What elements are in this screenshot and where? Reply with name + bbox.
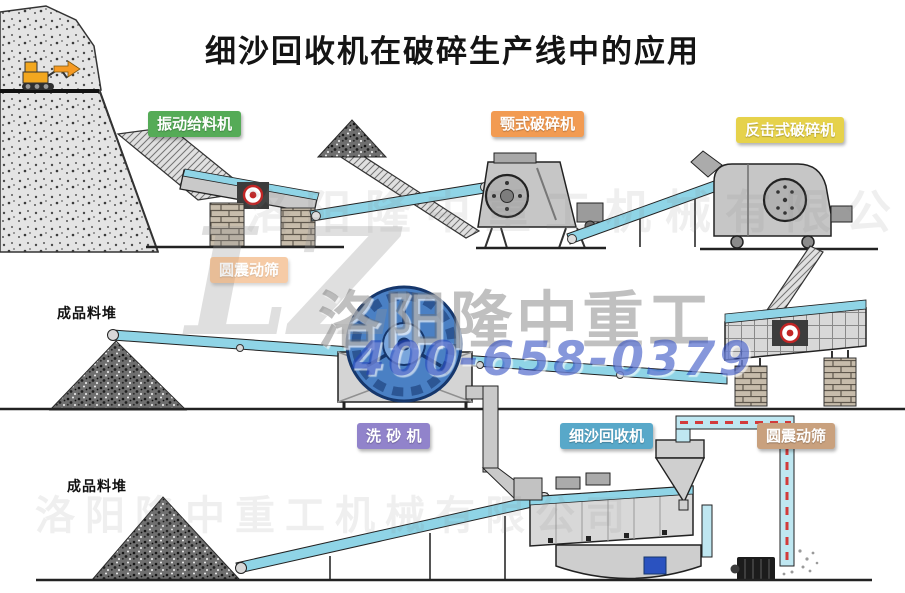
vibrating-feeder-machine: [116, 126, 344, 249]
excavator-icon: [22, 60, 81, 90]
label-fine-sand-recycler: 细沙回收机: [560, 423, 654, 449]
label-circular-screen-lower: 圆震动筛: [757, 423, 836, 449]
label-circular-screen-upper: 圆震动筛: [210, 257, 289, 283]
label-sand-washer: 洗 砂 机: [357, 423, 431, 449]
fine-sand-recycler-machine: [513, 415, 819, 581]
stockpile-small: [316, 119, 388, 158]
cyclone-separator: [654, 439, 706, 511]
sand-washer-machine: [337, 285, 473, 409]
page-title: 细沙回收机在破碎生产线中的应用: [205, 34, 700, 70]
label-jaw-crusher: 颚式破碎机: [491, 111, 585, 137]
product-pile-bottom: [90, 496, 242, 581]
arrow-right-icon: [53, 60, 81, 78]
impact-crusher-machine: [690, 150, 878, 251]
product-pile-top: [48, 340, 188, 411]
jaw-crusher-machine: [476, 152, 606, 250]
label-vibrating-feeder: 振动给料机: [148, 111, 242, 137]
label-product-pile-top: 成品料堆: [57, 306, 117, 322]
circular-screen-machine-upper: [724, 299, 867, 407]
label-impact-crusher: 反击式破碎机: [736, 117, 845, 143]
pump: [643, 556, 667, 575]
motor: [730, 557, 775, 581]
label-product-pile-bottom: 成品料堆: [67, 479, 127, 495]
water-splash: [782, 549, 819, 576]
conveyor-recycler-to-pile: [235, 492, 551, 580]
